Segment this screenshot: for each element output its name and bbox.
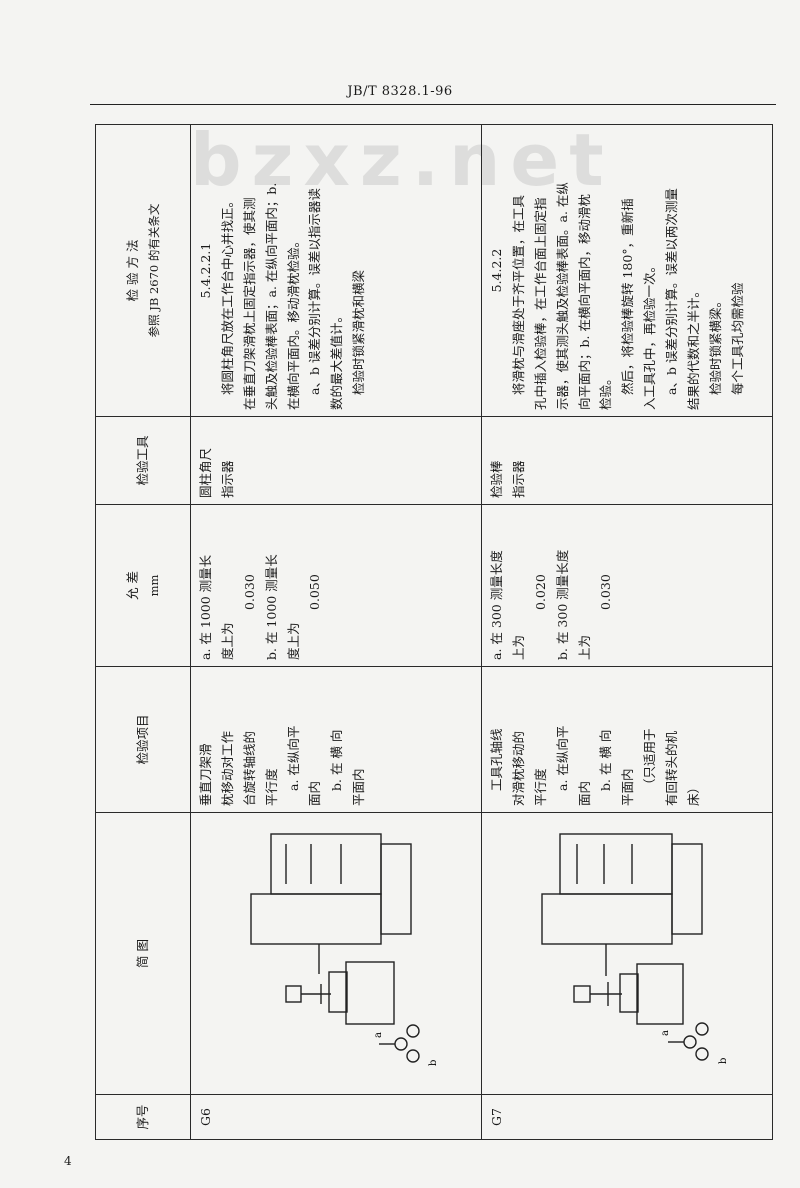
method-line: 在横向平面内。移动滑枕检验。 <box>285 234 301 410</box>
method-line: 数的最大差值计。 <box>329 309 345 410</box>
tolerance-unit: mm <box>146 574 161 597</box>
fig-label-a: a <box>660 1030 671 1036</box>
method-line: a、b 误差分别计算。误差以两次测量 <box>664 188 679 395</box>
method-line: 将滑枕与滑座处于齐平位置，在工具 <box>510 194 526 395</box>
tolerance-line: b. 在 300 测量长度 <box>554 549 570 660</box>
tolerance-line: a. 在 1000 测量长 <box>198 554 213 660</box>
col-header-tool: 检验工具 <box>95 416 191 505</box>
tolerance-cell: a. 在 1000 测量长 度上为 0.030 b. 在 1000 测量长 度上… <box>190 504 482 667</box>
method-line: 结果的代数和之半计。 <box>685 284 701 410</box>
col-header-method: 检 验 方 法 参照 JB 2670 的有关条文 <box>95 124 191 417</box>
rotated-table-wrapper: 序号 简 图 检验项目 允 差 mm 检验工具 检 验 方 法 参照 JB 26… <box>95 124 773 1140</box>
tolerance-value: 0.030 <box>598 574 614 610</box>
tolerance-line: 度上为 <box>219 622 235 660</box>
tolerance-line: 度上为 <box>285 622 301 660</box>
tolerance-line: 上为 <box>510 634 526 660</box>
schematic-figure: a b <box>481 812 773 1095</box>
schematic-figure: a b <box>190 812 482 1095</box>
header-rule <box>90 104 776 105</box>
item-line: a. 在纵向平 <box>554 725 570 791</box>
method-line: 每个工具孔均需检验 <box>729 282 745 395</box>
tolerance-value: 0.030 <box>241 574 257 610</box>
tool-cell: 检验棒 指示器 <box>481 416 773 505</box>
watermark: bzxz.net <box>190 118 614 202</box>
fig-label-a: a <box>373 1032 384 1038</box>
item-line: 有回转头的机 <box>664 730 679 806</box>
item-line: 面内 <box>576 780 592 806</box>
item-line: 平行度 <box>263 768 279 806</box>
fig-label-b: b <box>428 1060 439 1066</box>
method-line: a、b 误差分别计算。误差以指示器读 <box>307 188 323 395</box>
method-line: 将圆柱角尺放在工作台中心并找正。 <box>219 194 235 395</box>
tolerance-line: 上为 <box>576 634 592 660</box>
col-header-no: 序号 <box>95 1094 191 1140</box>
method-line: 头触及检验棒表面；a. 在纵向平面内；b. <box>263 182 279 410</box>
tolerance-value: 0.050 <box>307 574 323 610</box>
table-row: G7 <box>481 124 773 1140</box>
tool-cell: 圆柱角尺 指示器 <box>190 416 482 505</box>
item-line: b. 在 横 向 <box>598 729 614 791</box>
method-line: 向平面内；b. 在横向平面内，移动滑枕 <box>576 194 592 410</box>
item-line: 工具孔轴线 <box>489 728 504 791</box>
method-line: 孔中插入检验棒，在工作台面上固定指 <box>532 197 548 410</box>
check-item: 垂直刀架滑 枕移动对工作 台旋转轴线的 平行度 a. 在纵向平 面内 b. 在 … <box>190 666 482 813</box>
method-reference: 参照 JB 2670 的有关条文 <box>146 203 161 338</box>
item-line: 平面内 <box>351 768 367 806</box>
method-cell: 5.4.2.2 将滑枕与滑座处于齐平位置，在工具 孔中插入检验棒，在工作台面上固… <box>481 124 773 417</box>
tool-line: 指示器 <box>510 460 526 498</box>
row-number: G7 <box>481 1094 773 1140</box>
item-line: 垂直刀架滑 <box>198 743 213 806</box>
col-header-tolerance: 允 差 mm <box>95 504 191 667</box>
item-line: 台旋转轴线的 <box>241 730 257 806</box>
tool-line: 圆柱角尺 <box>198 447 213 498</box>
check-item: 工具孔轴线 对滑枕移动的 平行度 a. 在纵向平 面内 b. 在 横 向 平面内… <box>481 666 773 813</box>
tolerance-line: a. 在 300 测量长度 <box>489 550 504 660</box>
item-line: 床） <box>685 780 701 806</box>
tolerance-line: b. 在 1000 测量长 <box>263 554 279 660</box>
col-header-figure: 简 图 <box>95 812 191 1095</box>
method-line: 在垂直刀架滑枕上固定指示器，使其测 <box>241 197 257 410</box>
tolerance-value: 0.020 <box>532 574 548 610</box>
item-line: 平面内 <box>620 768 636 806</box>
item-line: 枕移动对工作 <box>219 730 235 806</box>
method-clause: 5.4.2.2 <box>489 248 504 293</box>
method-title: 检 验 方 法 <box>125 239 140 302</box>
table-row: G6 <box>190 124 482 1140</box>
inspection-table: 序号 简 图 检验项目 允 差 mm 检验工具 检 验 方 法 参照 JB 26… <box>95 124 773 1140</box>
machine-sketch-g7: a b <box>541 833 729 1064</box>
tolerance-title: 允 差 <box>125 571 140 600</box>
col-header-item: 检验项目 <box>95 666 191 813</box>
method-line: 示器，使其测头触及检验棒表面。a. 在纵 <box>554 182 570 410</box>
machine-sketch-g6: a b <box>250 833 439 1066</box>
document-code: JB/T 8328.1-96 <box>347 84 453 99</box>
method-line: 入工具孔中，再检验一次。 <box>642 259 658 410</box>
row-number: G6 <box>190 1094 482 1140</box>
item-line: b. 在 横 向 <box>329 729 345 791</box>
tool-line: 指示器 <box>219 460 235 498</box>
method-clause: 5.4.2.2.1 <box>198 242 213 299</box>
tolerance-cell: a. 在 300 测量长度 上为 0.020 b. 在 300 测量长度 上为 … <box>481 504 773 667</box>
method-line: 检验时锁紧滑枕和横梁 <box>351 269 367 395</box>
table-header-row: 序号 简 图 检验项目 允 差 mm 检验工具 检 验 方 法 参照 JB 26… <box>95 124 191 1140</box>
item-line: 对滑枕移动的 <box>510 730 526 806</box>
item-line: 面内 <box>307 780 323 806</box>
method-line: 检验。 <box>598 372 614 410</box>
method-line: 然后，将检验棒旋转 180°，重新插 <box>620 198 636 395</box>
method-line: 检验时锁紧横梁。 <box>707 294 723 395</box>
page-number: 4 <box>64 1154 72 1168</box>
fig-label-b: b <box>718 1058 729 1064</box>
item-line: （只适用于 <box>642 728 658 791</box>
item-line: a. 在纵向平 <box>285 725 301 791</box>
tool-line: 检验棒 <box>489 460 504 498</box>
method-cell: 5.4.2.2.1 将圆柱角尺放在工作台中心并找正。 在垂直刀架滑枕上固定指示器… <box>190 124 482 417</box>
item-line: 平行度 <box>532 768 548 806</box>
